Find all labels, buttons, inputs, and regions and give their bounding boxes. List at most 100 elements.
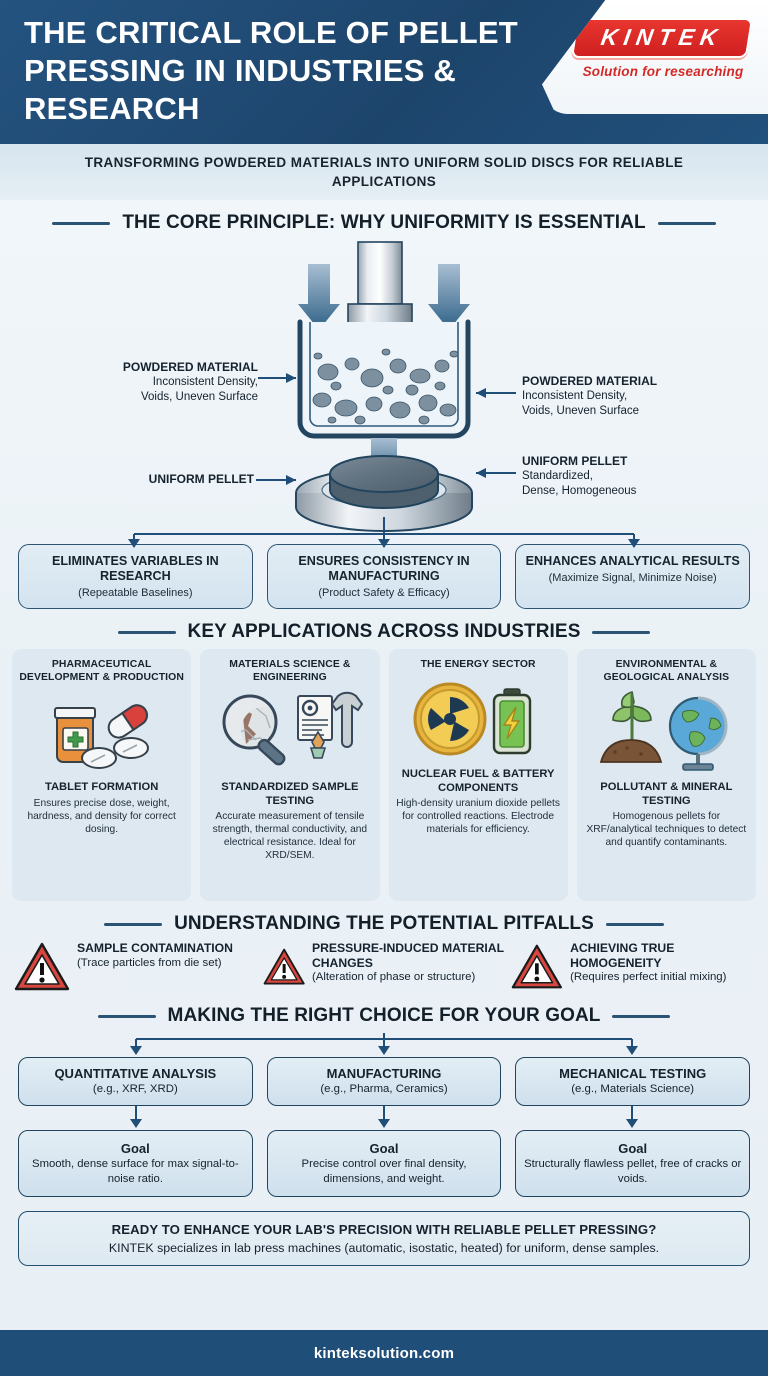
choice-sub: (e.g., Materials Science) xyxy=(571,1083,695,1095)
label-pellet-right-detail: Standardized, Dense, Homogeneous xyxy=(522,470,637,497)
benefit-box: ELIMINATES VARIABLES IN RESEARCH (Repeat… xyxy=(18,544,253,609)
pitfall-item: ACHIEVING TRUE HOMOGENEITY (Requires per… xyxy=(511,941,754,993)
label-powder-right: POWDERED MATERIAL Inconsistent Density, … xyxy=(522,374,732,419)
goal-text: Precise control over final density, dime… xyxy=(301,1158,467,1185)
benefit-sub: (Product Safety & Efficacy) xyxy=(318,587,450,599)
leader-lines xyxy=(256,373,516,485)
application-category: PHARMACEUTICAL DEVELOPMENT & PRODUCTION xyxy=(19,659,184,683)
label-pellet-left-title: UNIFORM PELLET xyxy=(148,472,254,486)
benefit-title: ELIMINATES VARIABLES IN RESEARCH xyxy=(51,554,219,583)
choice-connector xyxy=(130,1033,638,1055)
benefit-title: ENSURES CONSISTENCY IN MANUFACTURING xyxy=(298,554,470,583)
pitfall-detail: (Alteration of phase or structure) xyxy=(311,971,476,983)
powder-particles xyxy=(312,348,459,425)
goal-connectors xyxy=(130,1106,638,1128)
section-title: UNDERSTANDING THE POTENTIAL PITFALLS xyxy=(174,913,594,934)
benefit-box: ENHANCES ANALYTICAL RESULTS (Maximize Si… xyxy=(515,544,751,609)
cta-body: KINTEK specializes in lab press machines… xyxy=(108,1241,660,1255)
rule-left xyxy=(117,630,176,634)
logo-wordmark: KINTEK xyxy=(599,24,725,50)
benefit-title: ENHANCES ANALYTICAL RESULTS xyxy=(525,554,740,568)
rule-right xyxy=(605,922,664,926)
label-powder-left: POWDERED MATERIAL Inconsistent Density, … xyxy=(68,360,258,405)
section-heading-pitfalls: UNDERSTANDING THE POTENTIAL PITFALLS xyxy=(0,913,768,935)
choice-title: MECHANICAL TESTING xyxy=(559,1066,707,1081)
plant-globe-icon xyxy=(583,689,750,775)
label-powder-left-detail: Inconsistent Density, Voids, Uneven Surf… xyxy=(141,376,258,403)
choice-box: MECHANICAL TESTING (e.g., Materials Scie… xyxy=(515,1057,751,1106)
label-pellet-right: UNIFORM PELLET Standardized, Dense, Homo… xyxy=(522,454,728,499)
pressure-arrow-right xyxy=(428,264,470,330)
application-card-environmental: ENVIRONMENTAL & GEOLOGICAL ANALYSIS xyxy=(576,649,756,901)
application-body: Accurate measurement of tensile strength… xyxy=(212,811,368,861)
pitfall-item: PRESSURE-INDUCED MATERIAL CHANGES (Alter… xyxy=(263,941,506,993)
page-title: THE CRITICAL ROLE OF PELLET PRESSING IN … xyxy=(24,15,518,126)
application-category: THE ENERGY SECTOR xyxy=(420,659,536,670)
logo-panel: KINTEK Solution for researching xyxy=(542,0,768,114)
label-powder-right-title: POWDERED MATERIAL xyxy=(522,374,658,388)
goal-box: Goal Precise control over final density,… xyxy=(266,1130,502,1197)
choice-flow: QUANTITATIVE ANALYSIS (e.g., XRF, XRD) M… xyxy=(0,1033,768,1197)
goal-row: Goal Smooth, dense surface for max signa… xyxy=(18,1130,751,1197)
goal-label: Goal xyxy=(618,1141,648,1156)
press-illustration xyxy=(128,241,640,548)
label-powder-left-title: POWDERED MATERIAL xyxy=(122,360,258,374)
pitfall-title: SAMPLE CONTAMINATION xyxy=(77,941,233,955)
label-powder-right-detail: Inconsistent Density, Voids, Uneven Surf… xyxy=(522,390,639,417)
choice-box: MANUFACTURING (e.g., Pharma, Ceramics) xyxy=(266,1057,502,1106)
press-diagram: POWDERED MATERIAL Inconsistent Density, … xyxy=(0,238,768,548)
section-title: MAKING THE RIGHT CHOICE FOR YOUR GOAL xyxy=(167,1005,601,1026)
section-heading-choice: MAKING THE RIGHT CHOICE FOR YOUR GOAL xyxy=(0,1005,768,1027)
benefit-sub: (Repeatable Baselines) xyxy=(78,587,193,599)
goal-text: Smooth, dense surface for max signal-to-… xyxy=(32,1158,239,1185)
choice-sub: (e.g., XRF, XRD) xyxy=(92,1083,178,1095)
section-heading-applications: KEY APPLICATIONS ACROSS INDUSTRIES xyxy=(0,621,768,643)
pitfalls-list: SAMPLE CONTAMINATION (Trace particles fr… xyxy=(0,941,768,993)
warning-triangle-icon xyxy=(14,942,70,991)
footer-url[interactable]: kinteksolution.com xyxy=(313,1344,455,1362)
goal-label: Goal xyxy=(369,1141,399,1156)
label-pellet-left: UNIFORM PELLET xyxy=(70,472,254,487)
cta-headline: READY TO ENHANCE YOUR LAB'S PRECISION WI… xyxy=(111,1222,657,1237)
section-title: THE CORE PRINCIPLE: WHY UNIFORMITY IS ES… xyxy=(122,212,646,233)
footer: kinteksolution.com xyxy=(0,1330,768,1376)
radiation-battery-icon xyxy=(395,676,562,762)
benefit-boxes: ELIMINATES VARIABLES IN RESEARCH (Repeat… xyxy=(0,544,768,609)
application-subtitle: POLLUTANT & MINERAL TESTING xyxy=(600,781,733,807)
pitfall-title: ACHIEVING TRUE HOMOGENEITY xyxy=(570,941,675,970)
section-title: KEY APPLICATIONS ACROSS INDUSTRIES xyxy=(187,621,581,642)
goal-label: Goal xyxy=(120,1141,150,1156)
pitfall-detail: (Trace particles from die set) xyxy=(77,956,222,969)
rule-left xyxy=(97,1014,156,1018)
pitfall-item: SAMPLE CONTAMINATION (Trace particles fr… xyxy=(14,941,257,993)
pitfall-text: ACHIEVING TRUE HOMOGENEITY (Requires per… xyxy=(570,941,754,985)
rule-right xyxy=(592,630,651,634)
choice-box: QUANTITATIVE ANALYSIS (e.g., XRF, XRD) xyxy=(18,1057,253,1106)
benefit-box: ENSURES CONSISTENCY IN MANUFACTURING (Pr… xyxy=(266,544,502,609)
pitfall-text: PRESSURE-INDUCED MATERIAL CHANGES (Alter… xyxy=(312,941,505,985)
distribution-connector xyxy=(128,517,640,548)
rule-left xyxy=(52,221,111,225)
header: THE CRITICAL ROLE OF PELLET PRESSING IN … xyxy=(0,0,768,144)
subtitle-band: TRANSFORMING POWDERED MATERIALS INTO UNI… xyxy=(0,144,768,200)
cta-banner: READY TO ENHANCE YOUR LAB'S PRECISION WI… xyxy=(18,1211,750,1266)
choice-title: QUANTITATIVE ANALYSIS xyxy=(54,1066,217,1081)
rule-right xyxy=(612,1014,671,1018)
application-body: Ensures precise dose, weight, hardness, … xyxy=(27,797,176,835)
pitfall-detail: (Requires perfect initial mixing) xyxy=(570,971,727,983)
application-subtitle: STANDARDIZED SAMPLE TESTING xyxy=(221,781,359,807)
application-subtitle: TABLET FORMATION xyxy=(44,781,159,793)
subtitle-text: TRANSFORMING POWDERED MATERIALS INTO UNI… xyxy=(84,155,684,189)
application-card-energy: THE ENERGY SECTOR NUCL xyxy=(388,649,568,901)
goal-box: Goal Structurally flawless pellet, free … xyxy=(515,1130,751,1197)
pitfall-text: SAMPLE CONTAMINATION (Trace particles fr… xyxy=(77,941,233,970)
application-body: Homogenous pellets for XRF/analytical te… xyxy=(586,811,747,848)
magnifier-wrench-icon xyxy=(206,689,373,775)
choice-sub: (e.g., Pharma, Ceramics) xyxy=(320,1083,448,1095)
pressure-arrow-left xyxy=(298,264,340,330)
section-heading-core-principle: THE CORE PRINCIPLE: WHY UNIFORMITY IS ES… xyxy=(0,212,768,234)
pitfall-title: PRESSURE-INDUCED MATERIAL CHANGES xyxy=(311,941,504,970)
logo-tagline: Solution for researching xyxy=(582,64,744,79)
application-category: ENVIRONMENTAL & GEOLOGICAL ANALYSIS xyxy=(603,659,730,683)
